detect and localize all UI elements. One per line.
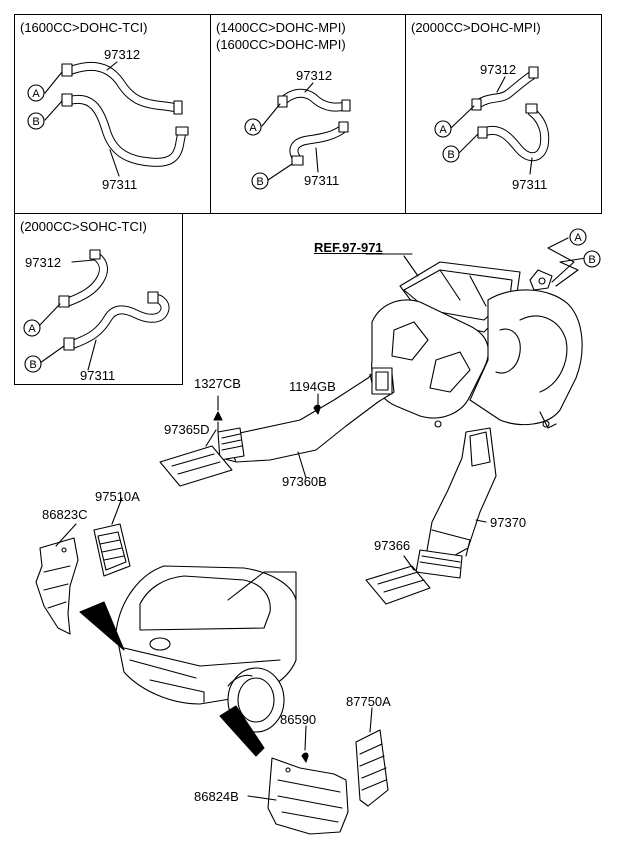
part-label-97311-box3: 97311 <box>512 177 548 192</box>
vent-97366 <box>365 565 431 605</box>
box1-header: (1600CC>DOHC-TCI) <box>20 20 148 35</box>
hose-97312-box1 <box>61 62 183 115</box>
part-label-97311-box2: 97311 <box>304 173 340 188</box>
panel-86823c <box>35 537 79 635</box>
part-label-97312-box2: 97312 <box>296 68 333 83</box>
part-label-97510a: 97510A <box>95 489 140 504</box>
part-label-97360b: 97360B <box>282 474 327 489</box>
hose-97311-box2 <box>289 121 349 166</box>
part-label-97311-box4: 97311 <box>80 368 116 383</box>
connector-a-box3: A <box>439 124 447 136</box>
part-label-97366: 97366 <box>374 538 411 553</box>
part-label-86590: 86590 <box>280 712 317 727</box>
part-label-97365d: 97365D <box>164 422 210 437</box>
hose-97311-box4 <box>63 291 170 351</box>
duct-97370 <box>415 427 497 579</box>
part-label-86823c: 86823C <box>42 507 88 522</box>
variant-box-2000-sohc-tci <box>14 213 183 385</box>
connector-b-box4: B <box>29 359 36 371</box>
box2-header-line1: (1400CC>DOHC-MPI) <box>216 20 346 35</box>
hose-97312-box3 <box>471 66 539 111</box>
connector-a-box2: A <box>249 122 257 134</box>
vent-87750a <box>355 729 389 807</box>
connector-b-box1: B <box>32 116 39 128</box>
hose-97312-box2 <box>277 88 351 112</box>
box2-header-line2: (1600CC>DOHC-MPI) <box>216 37 346 52</box>
part-label-87750a: 87750A <box>346 694 391 709</box>
part-label-97312-box1: 97312 <box>104 47 141 62</box>
box3-header: (2000CC>DOHC-MPI) <box>411 20 541 35</box>
hose-97311-box1 <box>61 93 189 167</box>
part-label-86824b: 86824B <box>194 789 239 804</box>
hose-97311-box3 <box>477 103 550 162</box>
hose-97312-box4 <box>58 249 108 308</box>
variant-box-2000-dohc-mpi <box>405 14 602 214</box>
part-label-97312-box3: 97312 <box>480 62 517 77</box>
vent-97365d <box>159 445 233 487</box>
connector-b-box2: B <box>256 176 263 188</box>
grille-97510a <box>93 523 131 577</box>
connector-a-box4: A <box>28 323 36 335</box>
hvac-assembly <box>371 261 583 429</box>
connector-b-main: B <box>588 254 595 266</box>
connector-b-box3: B <box>447 149 454 161</box>
panel-86824b <box>267 757 349 835</box>
part-label-1327cb: 1327CB <box>194 376 241 391</box>
part-label-97370: 97370 <box>490 515 527 530</box>
part-label-97312-box4: 97312 <box>25 255 62 270</box>
part-label-97311-box1: 97311 <box>102 177 138 192</box>
connector-a-main: A <box>574 232 582 244</box>
part-label-1194gb: 1194GB <box>289 379 336 394</box>
connector-a-box1: A <box>32 88 40 100</box>
reference-label: REF.97-971 <box>314 240 383 255</box>
box4-header: (2000CC>SOHC-TCI) <box>20 219 147 234</box>
duct-97360b <box>217 367 395 463</box>
vehicle-rear-view <box>115 565 297 733</box>
